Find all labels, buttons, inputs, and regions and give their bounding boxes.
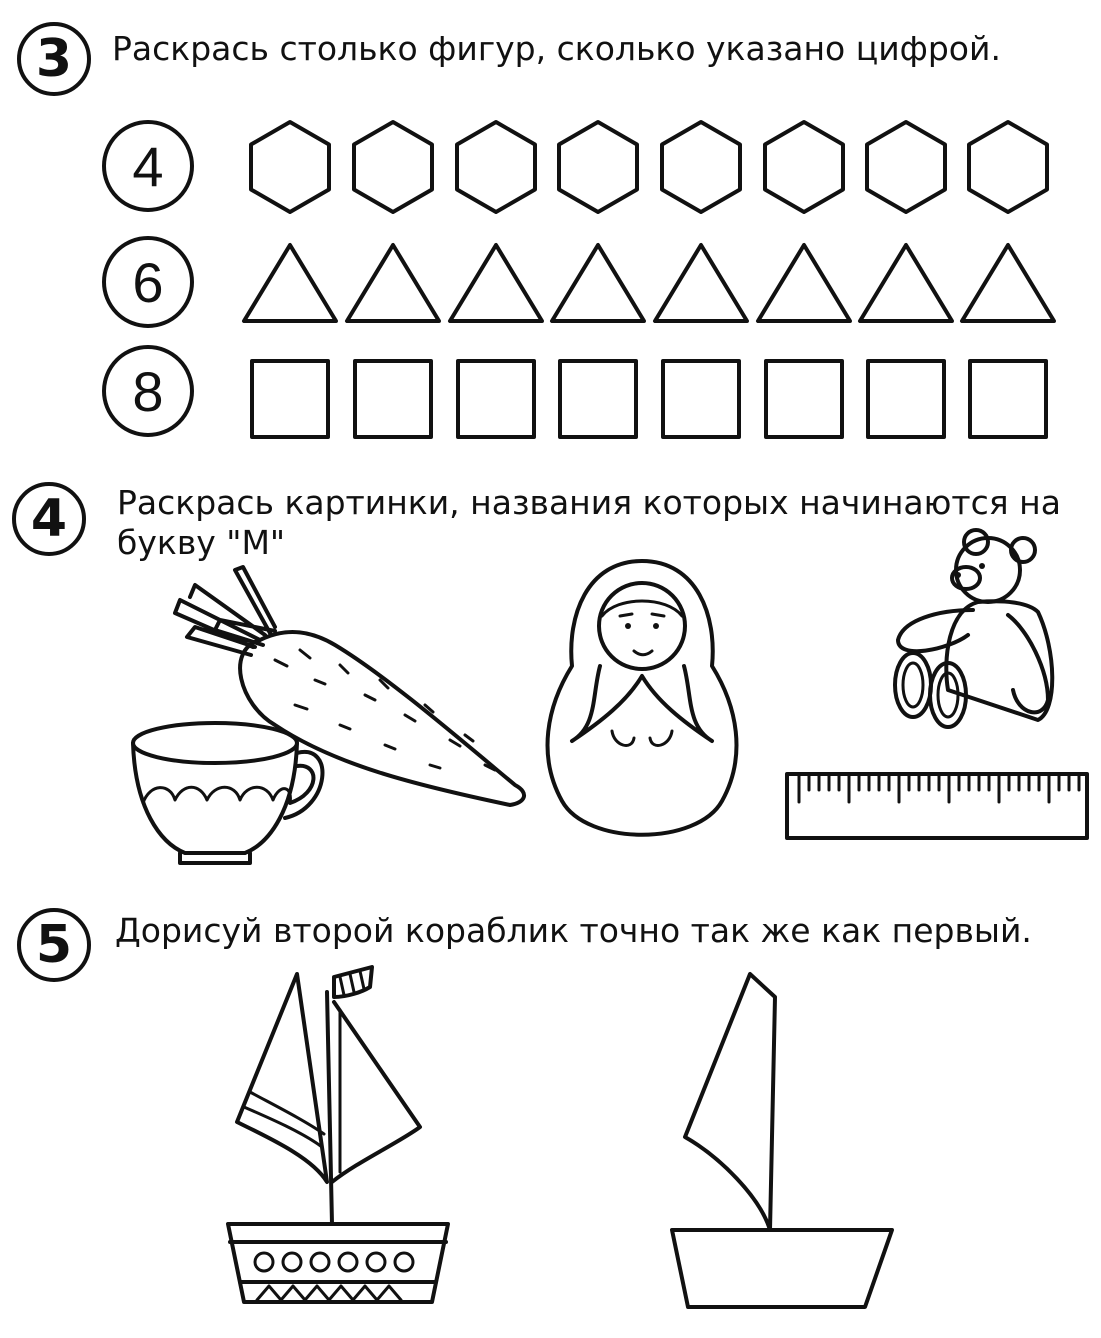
count-circle: 6 (102, 236, 194, 328)
sailboat-complete-icon (226, 965, 450, 1304)
task-number-badge: 3 (17, 22, 91, 96)
hexagon-icon[interactable] (763, 120, 845, 214)
matryoshka-icon[interactable] (542, 556, 742, 856)
triangle-icon[interactable] (345, 243, 441, 323)
triangle-icon[interactable] (448, 243, 544, 323)
task-instruction: букву "М" (117, 523, 286, 562)
cup-icon[interactable] (125, 718, 335, 868)
square-icon[interactable] (866, 359, 946, 439)
ruler-icon[interactable] (785, 772, 1090, 840)
teddy-bear-icon[interactable] (888, 528, 1068, 730)
triangle-icon[interactable] (960, 243, 1056, 323)
triangle-icon[interactable] (653, 243, 749, 323)
square-icon[interactable] (250, 359, 330, 439)
square-icon[interactable] (661, 359, 741, 439)
triangle-icon[interactable] (858, 243, 954, 323)
hexagon-icon[interactable] (249, 120, 331, 214)
triangle-icon[interactable] (756, 243, 852, 323)
hexagon-icon[interactable] (865, 120, 947, 214)
square-icon[interactable] (353, 359, 433, 439)
hexagon-icon[interactable] (352, 120, 434, 214)
square-icon[interactable] (558, 359, 638, 439)
hexagon-icon[interactable] (455, 120, 537, 214)
task-number-badge: 4 (12, 482, 86, 556)
hexagon-icon[interactable] (967, 120, 1049, 214)
task-number-badge: 5 (17, 908, 91, 982)
square-icon[interactable] (764, 359, 844, 439)
hexagon-icon[interactable] (557, 120, 639, 214)
task-instruction: Раскрась картинки, названия которых начи… (117, 483, 1061, 522)
task-instruction: Раскрась столько фигур, сколько указано … (112, 29, 1001, 68)
count-circle: 8 (102, 345, 194, 437)
count-circle: 4 (102, 120, 194, 212)
square-icon[interactable] (456, 359, 536, 439)
task-instruction: Дорисуй второй кораблик точно так же как… (115, 911, 1032, 950)
shapes-grid (242, 120, 1056, 439)
carrot-icon[interactable] (165, 565, 545, 825)
sailboat-incomplete-icon[interactable] (660, 962, 900, 1322)
triangle-icon[interactable] (242, 243, 338, 323)
triangle-icon[interactable] (550, 243, 646, 323)
square-icon[interactable] (968, 359, 1048, 439)
hexagon-icon[interactable] (660, 120, 742, 214)
